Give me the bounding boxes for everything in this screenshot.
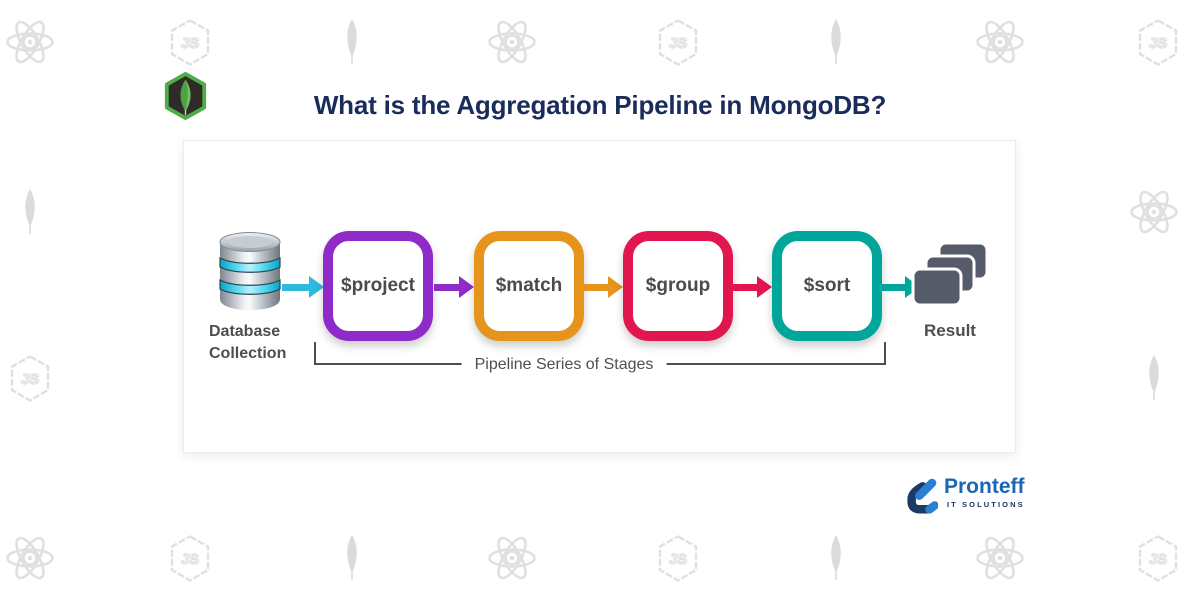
stage-arrow-group [733,276,772,298]
mongodb-leaf-watermark-icon [1149,355,1159,400]
database-label-line1: Database [209,323,281,340]
stage-box-project: $project [323,231,433,341]
pronteff-logo-icon [907,478,938,514]
diagram-card: Database Collection $project $match $gro… [183,140,1016,453]
svg-text:JS: JS [669,35,687,52]
nodejs-hexagon-watermark-icon: JS [1138,534,1178,582]
arrow-head [309,276,324,298]
arrow-head [459,276,474,298]
nodejs-hexagon-watermark-icon: JS [658,534,698,582]
page-title: What is the Aggregation Pipeline in Mong… [313,90,887,120]
stage-arrow-match [584,276,623,298]
svg-text:JS: JS [1149,35,1167,52]
bracket-label: Pipeline Series of Stages [461,356,667,374]
input-arrow [282,276,324,298]
database-cylinder-icon [219,232,281,310]
react-atom-watermark-icon [1130,190,1178,234]
arrow-shaft [434,283,459,291]
pipeline-bracket: Pipeline Series of Stages [314,342,886,374]
svg-text:JS: JS [181,35,199,52]
stage-box-sort: $sort [772,231,882,341]
svg-text:JS: JS [669,551,687,568]
database-collection-label: Database Collection [209,321,286,365]
mongodb-leaf-watermark-icon [347,19,357,64]
arrow-head [757,276,772,298]
pronteff-brand: Pronteff IT SOLUTIONS [904,474,1025,514]
nodejs-hexagon-watermark-icon: JS [10,354,50,402]
database-label-line2: Collection [209,345,287,362]
react-atom-watermark-icon [6,20,54,64]
brand-tagline: IT SOLUTIONS [947,500,1025,509]
mongodb-logo-icon [164,72,207,120]
mongodb-leaf-watermark-icon [347,535,357,580]
result-label: Result [924,321,976,340]
nodejs-hexagon-watermark-icon: JS [170,534,210,582]
arrow-shaft [584,283,608,291]
nodejs-hexagon-watermark-icon: JS [1138,18,1178,66]
stage-label: $group [645,275,711,296]
brand-text: Pronteff IT SOLUTIONS [944,474,1025,509]
mongodb-leaf-watermark-icon [831,535,841,580]
arrow-head [608,276,623,298]
react-atom-watermark-icon [6,536,54,580]
svg-text:JS: JS [1149,551,1167,568]
stage-label: $project [341,275,415,296]
svg-text:JS: JS [21,371,39,388]
nodejs-hexagon-watermark-icon: JS [658,18,698,66]
stage-label: $match [495,275,563,296]
arrow-shaft [881,283,905,291]
arrow-shaft [282,283,309,291]
nodejs-hexagon-watermark-icon: JS [170,18,210,66]
mongodb-leaf-watermark-icon [831,19,841,64]
mongodb-leaf-watermark-icon [25,189,35,234]
stacked-documents-icon [911,241,989,307]
react-atom-watermark-icon [976,536,1024,580]
stage-box-group: $group [623,231,733,341]
svg-text:JS: JS [181,551,199,568]
stage-arrow-project [434,276,474,298]
stage-box-match: $match [474,231,584,341]
stage-label: $sort [803,275,851,296]
brand-name: Pronteff [944,475,1025,498]
react-atom-watermark-icon [976,20,1024,64]
arrow-shaft [733,283,757,291]
react-atom-watermark-icon [488,536,536,580]
react-atom-watermark-icon [488,20,536,64]
